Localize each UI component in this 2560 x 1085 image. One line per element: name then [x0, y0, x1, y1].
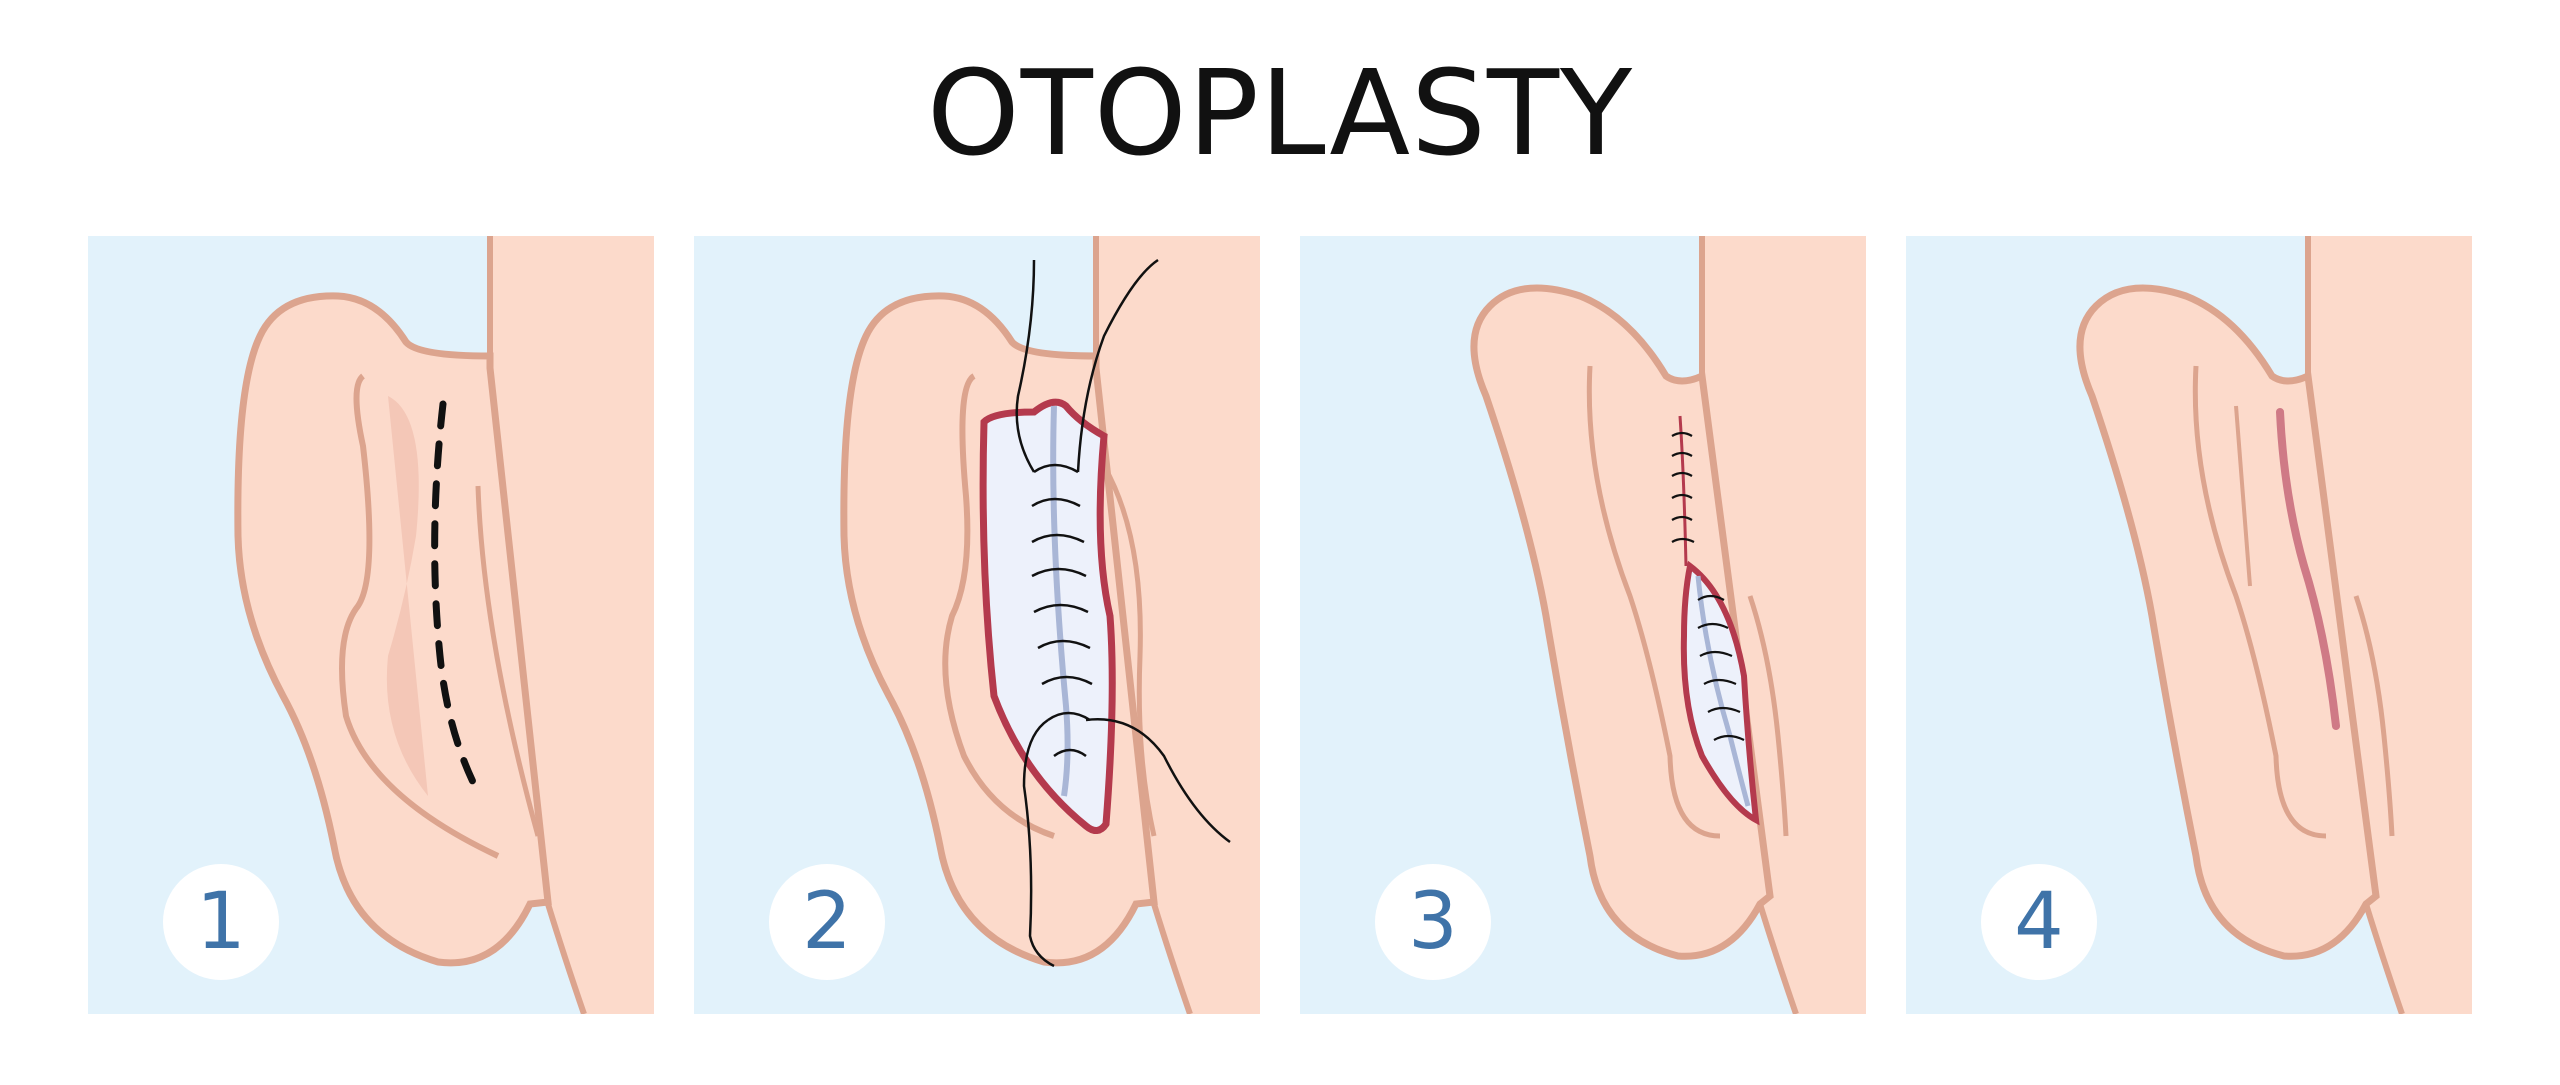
suture-thread-top-right [1076, 258, 1159, 473]
page-title: OTOPLASTY [926, 44, 1634, 182]
step-1-panel: 1 [88, 236, 654, 1014]
suture-thread-top-left [1015, 259, 1036, 473]
step-2-panel: 2 [694, 236, 1260, 1014]
ear-shape [2076, 284, 2380, 960]
step-4-panel: 4 [1906, 236, 2472, 1014]
dashed-incision-line-icon [431, 400, 484, 800]
step-number-badge: 3 [1375, 864, 1491, 980]
step-4-ear-illustration [1906, 236, 2472, 1014]
step-number-badge: 2 [769, 864, 885, 980]
healed-scar-icon [2276, 408, 2340, 730]
ear-shape [234, 292, 552, 967]
step-number-badge: 1 [163, 864, 279, 980]
step-3-ear-illustration [1300, 236, 1866, 1014]
step-3-panel: 3 [1300, 236, 1866, 1014]
step-number-badge: 4 [1981, 864, 2097, 980]
incision-opening-icon [979, 398, 1116, 834]
suture-thread-bottom-right [1085, 718, 1231, 844]
ear-shape [1470, 284, 1774, 960]
suture-thread-bottom-left [1022, 718, 1055, 968]
